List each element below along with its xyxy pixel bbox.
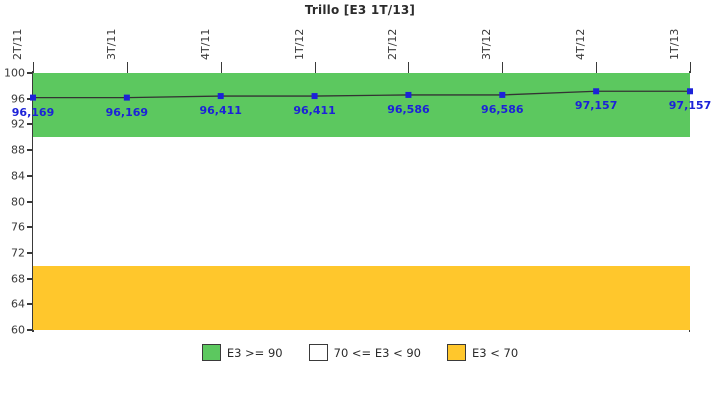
x-tick-label: 4T/12 <box>574 28 588 60</box>
x-tick-label: 2T/11 <box>11 28 24 60</box>
data-point-label: 96,411 <box>293 104 336 118</box>
y-tick-label: 88 <box>11 143 25 157</box>
series-line <box>30 88 693 101</box>
y-tick-label: 80 <box>11 195 25 208</box>
x-tick: 2T/12 <box>386 0 413 60</box>
legend-swatch <box>201 344 221 361</box>
data-point-marker <box>311 93 318 100</box>
y-tick-mark <box>27 277 33 280</box>
legend-label: E3 < 70 <box>472 345 519 360</box>
chart-legend: E3 >= 90 70 <= E3 < 90 E3 < 70 <box>0 344 720 361</box>
data-point-label: 96,411 <box>199 104 242 118</box>
y-tick-label: 100 <box>4 66 25 80</box>
x-tick-mark <box>220 62 222 73</box>
y-tick-mark <box>27 200 33 203</box>
legend-label: 70 <= E3 < 90 <box>333 345 422 360</box>
x-tick-mark <box>596 62 598 73</box>
data-point-label: 96,586 <box>481 102 524 116</box>
data-point-marker <box>30 94 36 101</box>
plot-area: 96,169 96,169 96,411 96,411 96,586 96,586 97,1… <box>12 73 711 330</box>
y-tick-mark <box>27 226 33 229</box>
data-point-marker <box>405 91 412 98</box>
x-tick-mark <box>33 62 34 73</box>
yellow-band <box>33 265 690 330</box>
data-point-label: 96,586 <box>387 102 430 116</box>
y-tick-label: 84 <box>11 169 25 183</box>
legend-swatch <box>447 344 467 361</box>
y-tick-label: 64 <box>11 297 25 311</box>
y-tick-label: 60 <box>11 323 25 337</box>
green-band <box>33 73 690 138</box>
data-point-marker <box>687 88 693 95</box>
white-band <box>33 137 690 266</box>
y-tick-label: 96 <box>11 92 25 106</box>
x-tick: 3T/12 <box>480 0 507 60</box>
data-point-marker <box>217 93 224 100</box>
data-point-label: 96,169 <box>105 105 149 119</box>
x-tick-label: 3T/12 <box>480 28 494 60</box>
series-path <box>33 90 690 99</box>
x-tick-label: 1T/12 <box>292 28 306 60</box>
y-tick-mark <box>27 329 33 331</box>
x-tick-label: 2T/12 <box>386 28 400 60</box>
x-tick-mark <box>690 62 691 73</box>
x-tick-mark <box>408 62 410 73</box>
legend-item[interactable]: 70 <= E3 < 90 <box>308 344 422 361</box>
x-tick-mark <box>126 62 128 73</box>
x-tick: 1T/12 <box>293 0 320 60</box>
x-tick: 4T/12 <box>574 0 601 60</box>
x-tick: 2T/11 <box>11 0 38 60</box>
data-point-marker <box>123 94 130 101</box>
y-tick-mark <box>27 72 33 74</box>
y-tick-label: 72 <box>11 246 25 260</box>
legend-label: E3 >= 90 <box>226 345 283 360</box>
x-tick: 1T/13 <box>668 0 695 60</box>
x-tick: 3T/11 <box>105 0 132 60</box>
y-tick-mark <box>27 303 33 306</box>
y-tick-mark <box>27 174 33 177</box>
chart-title: Trillo [E3 1T/13] <box>304 3 416 17</box>
x-tick-label: 4T/11 <box>198 28 212 60</box>
data-point-marker <box>593 88 600 95</box>
data-point-marker <box>499 91 506 98</box>
x-tick-mark <box>314 62 316 73</box>
y-tick-label: 76 <box>11 220 25 234</box>
x-tick: 4T/11 <box>199 0 226 60</box>
legend-item[interactable]: E3 < 70 <box>447 344 518 361</box>
x-tick-label: 1T/13 <box>668 28 681 60</box>
legend-item[interactable]: E3 >= 90 <box>201 344 283 361</box>
data-point-label: 97,157 <box>574 99 618 113</box>
data-point-label: 96,169 <box>11 105 55 119</box>
y-tick-label: 68 <box>11 272 25 286</box>
x-tick-mark <box>502 62 504 73</box>
x-tick-label: 3T/11 <box>104 28 118 60</box>
y-tick-mark <box>27 251 33 254</box>
legend-swatch <box>308 344 328 361</box>
y-tick-label: 92 <box>11 117 25 131</box>
y-tick-mark <box>27 149 33 152</box>
data-point-label: 97,157 <box>668 99 712 113</box>
y-tick-mark <box>27 123 33 126</box>
